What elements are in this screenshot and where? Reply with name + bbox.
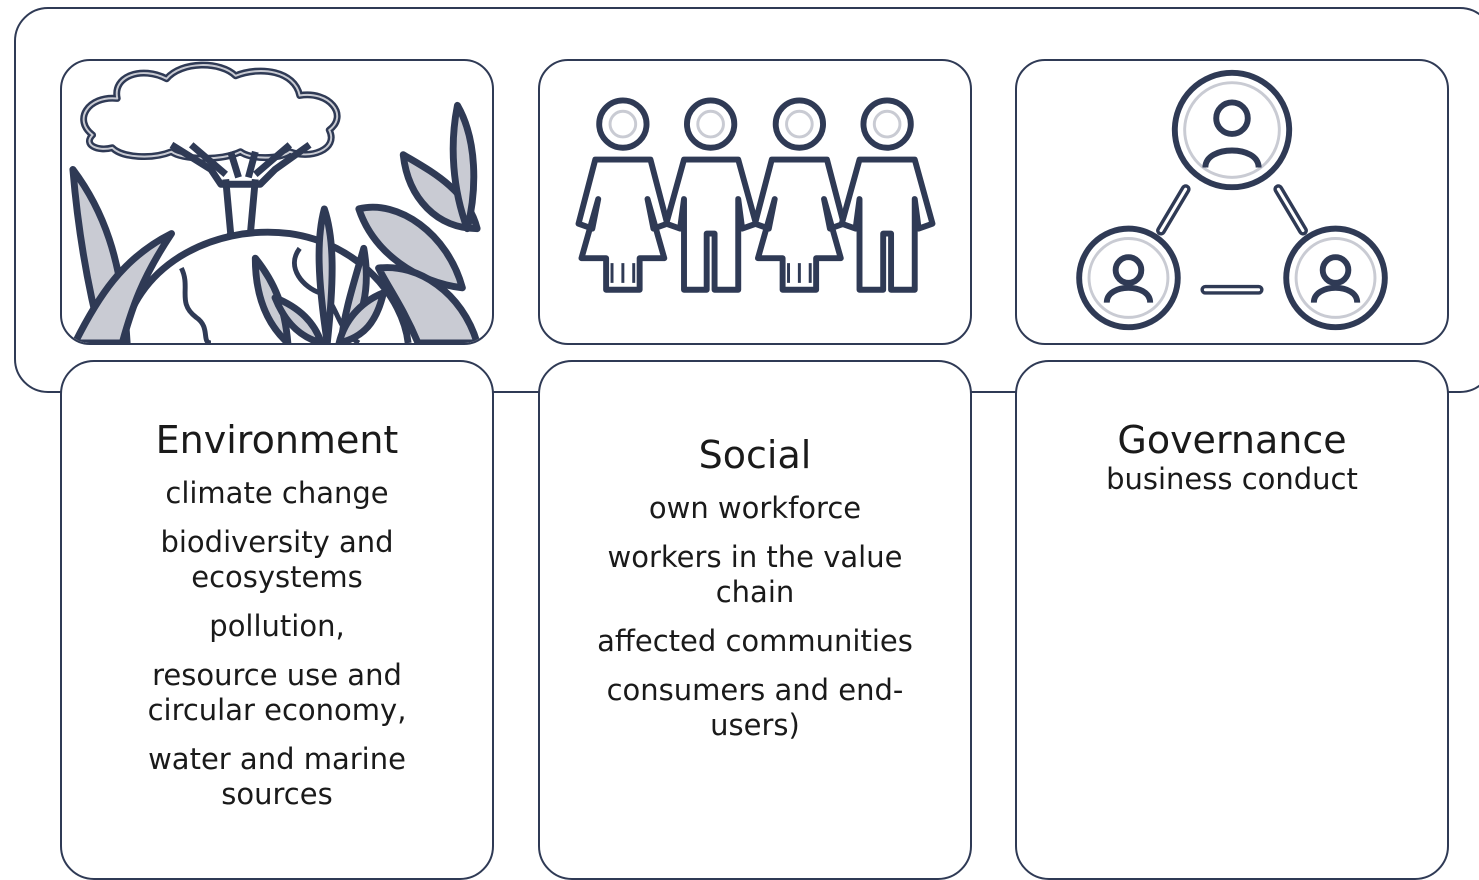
environment-item: water and marine sources bbox=[148, 742, 406, 811]
governance-icon-box bbox=[1015, 59, 1449, 345]
plants-and-earth-icon bbox=[69, 61, 481, 343]
governance-column bbox=[1015, 360, 1449, 880]
governance-heading: Governance bbox=[1117, 418, 1347, 462]
social-icon-box bbox=[538, 59, 972, 345]
environment-item: biodiversity and ecosystems bbox=[160, 525, 394, 594]
environment-heading: Environment bbox=[155, 418, 399, 462]
social-heading: Social bbox=[698, 433, 812, 477]
social-text: Social own workforce workers in the valu… bbox=[538, 393, 972, 743]
social-item: own workforce bbox=[648, 491, 862, 525]
environment-icon-box bbox=[60, 59, 494, 345]
social-item: workers in the value chain bbox=[607, 540, 903, 609]
people-group-icon bbox=[575, 97, 936, 293]
environment-text: Environment climate change biodiversity … bbox=[60, 393, 494, 812]
governance-network-icon bbox=[1076, 69, 1388, 331]
social-column bbox=[538, 360, 972, 880]
social-item: affected communities bbox=[597, 624, 913, 658]
environment-item: climate change bbox=[165, 476, 389, 510]
social-item: consumers and end-users) bbox=[606, 673, 904, 742]
governance-text: Governance business conduct bbox=[1015, 393, 1449, 497]
governance-item: business conduct bbox=[1106, 462, 1358, 496]
environment-item: pollution, bbox=[209, 609, 345, 643]
environment-item: resource use and circular economy, bbox=[147, 658, 407, 727]
environment-column bbox=[60, 360, 494, 880]
